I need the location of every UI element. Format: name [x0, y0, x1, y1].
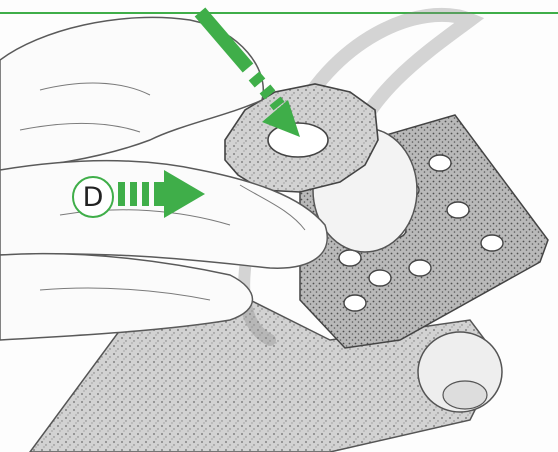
pulley-hole: [268, 123, 328, 157]
callout-letter-d: D: [72, 176, 114, 218]
